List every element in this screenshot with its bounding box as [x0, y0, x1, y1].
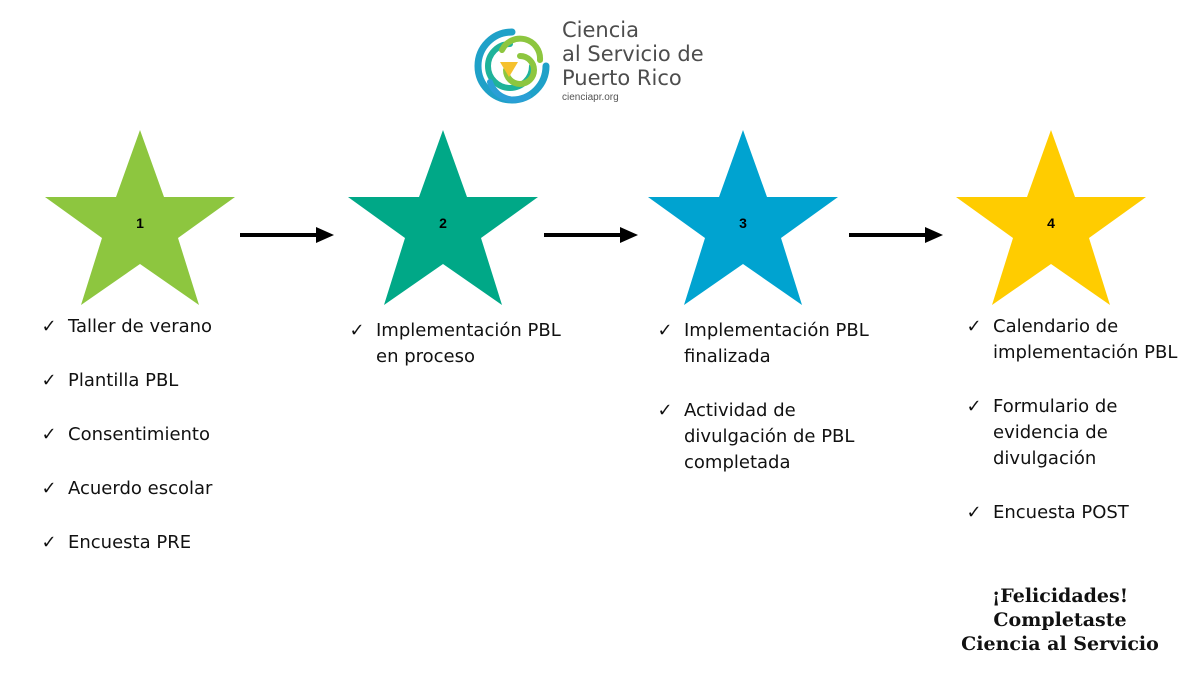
checkmark-icon: ✓ — [657, 320, 673, 341]
star-2-shape — [348, 130, 538, 305]
checkmark-icon: ✓ — [349, 320, 365, 341]
ciencia-logo: Ciencia al Servicio de Puerto Rico cienc… — [462, 18, 742, 120]
logo-wordmark: Ciencia al Servicio de Puerto Rico cienc… — [562, 18, 742, 104]
star-icon: 2 — [348, 130, 538, 305]
checkmark-icon: ✓ — [41, 532, 57, 553]
arrow-right-icon — [240, 227, 334, 243]
list-item: ✓ Consentimiento — [39, 422, 259, 448]
list-item-label: Formulario de evidencia de divulgación — [993, 396, 1118, 469]
step-4-number: 4 — [1047, 215, 1055, 231]
arrow-1-to-2 — [240, 225, 334, 245]
logo-line-1: Ciencia — [562, 18, 639, 42]
list-item: ✓ Encuesta PRE — [39, 530, 259, 556]
list-item: ✓ Taller de verano — [39, 314, 259, 340]
list-item-label: Implementación PBL en proceso — [376, 320, 561, 367]
step-3-number: 3 — [739, 215, 747, 231]
list-item-label: Encuesta POST — [993, 502, 1129, 523]
checkmark-icon: ✓ — [41, 316, 57, 337]
star-icon: 3 — [648, 130, 838, 305]
arrow-2-to-3 — [544, 225, 638, 245]
list-item-label: Acuerdo escolar — [68, 478, 213, 499]
step-1-number: 1 — [136, 215, 144, 231]
logo-line-2: al Servicio de — [562, 42, 704, 66]
list-item: ✓ Calendario de implementación PBL — [964, 314, 1179, 366]
checkmark-icon: ✓ — [657, 400, 673, 421]
list-item-label: Implementación PBL finalizada — [684, 320, 869, 367]
step-3-checklist: ✓ Implementación PBL finalizada ✓ Activi… — [655, 318, 870, 476]
congratulations-message: ¡Felicidades! Completaste Ciencia al Ser… — [940, 584, 1180, 656]
congrats-line-2: Completaste — [993, 609, 1127, 631]
checkmark-icon: ✓ — [41, 424, 57, 445]
list-item-label: Calendario de implementación PBL — [993, 316, 1178, 363]
list-item-label: Actividad de divulgación de PBL completa… — [684, 400, 855, 473]
arrow-3-to-4 — [849, 225, 943, 245]
step-2-checklist: ✓ Implementación PBL en proceso — [347, 318, 562, 370]
congrats-line-3: Ciencia al Servicio — [961, 633, 1159, 655]
list-item-label: Consentimiento — [68, 424, 210, 445]
checkmark-icon: ✓ — [966, 316, 982, 337]
congrats-line-1: ¡Felicidades! — [991, 585, 1129, 607]
list-item-label: Plantilla PBL — [68, 370, 179, 391]
checkmark-icon: ✓ — [966, 396, 982, 417]
step-1-star: 1 — [40, 127, 240, 317]
star-4-shape — [956, 130, 1146, 305]
list-item: ✓ Formulario de evidencia de divulgación — [964, 394, 1179, 472]
list-item: ✓ Implementación PBL finalizada — [655, 318, 870, 370]
checkmark-icon: ✓ — [966, 502, 982, 523]
step-2-number: 2 — [439, 215, 447, 231]
list-item-label: Encuesta PRE — [68, 532, 192, 553]
list-item: ✓ Actividad de divulgación de PBL comple… — [655, 398, 870, 476]
list-item: ✓ Plantilla PBL — [39, 368, 259, 394]
step-4-checklist: ✓ Calendario de implementación PBL ✓ For… — [964, 314, 1179, 526]
list-item: ✓ Encuesta POST — [964, 500, 1179, 526]
star-icon: 4 — [956, 130, 1146, 305]
star-1-shape — [45, 130, 235, 305]
step-2-star: 2 — [343, 127, 543, 317]
arrow-right-icon — [849, 227, 943, 243]
list-item-label: Taller de verano — [68, 316, 213, 337]
list-item: ✓ Acuerdo escolar — [39, 476, 259, 502]
list-item: ✓ Implementación PBL en proceso — [347, 318, 562, 370]
step-3-star: 3 — [643, 127, 843, 317]
arrow-right-icon — [544, 227, 638, 243]
star-icon: 1 — [45, 130, 235, 305]
star-3-shape — [648, 130, 838, 305]
checkmark-icon: ✓ — [41, 478, 57, 499]
logo-url: cienciapr.org — [562, 92, 619, 103]
step-1-checklist: ✓ Taller de verano ✓ Plantilla PBL ✓ Con… — [39, 314, 259, 556]
step-4-star: 4 — [951, 127, 1151, 317]
ciencia-swirl-logo-icon — [474, 28, 550, 104]
checkmark-icon: ✓ — [41, 370, 57, 391]
logo-line-3: Puerto Rico — [562, 66, 682, 90]
